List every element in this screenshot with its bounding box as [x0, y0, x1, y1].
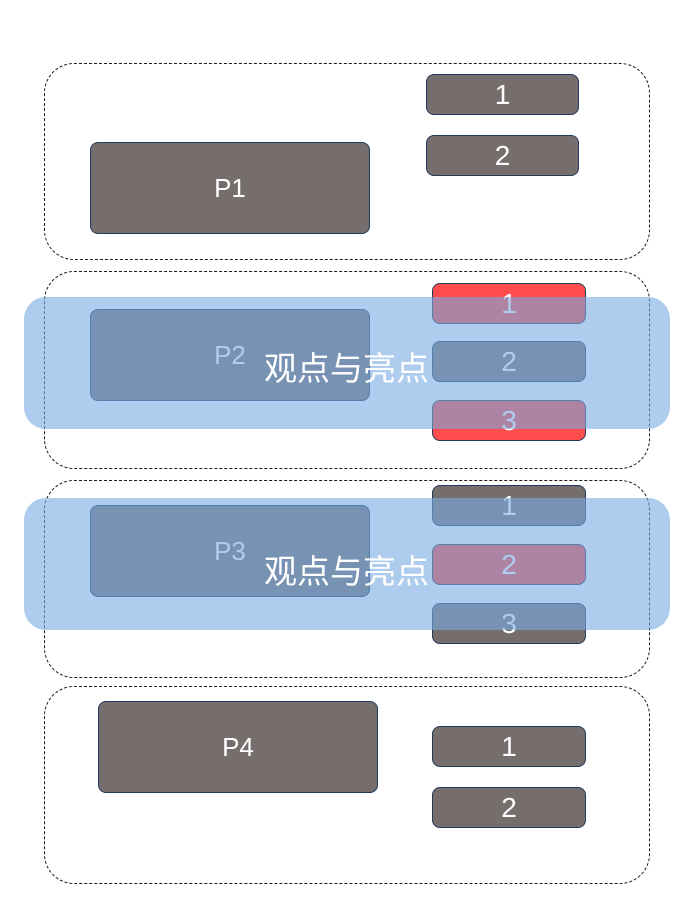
group-p1: [44, 63, 650, 260]
item-box-p1-1: 1: [426, 74, 579, 115]
overlay-label-p3: 观点与亮点: [264, 552, 429, 591]
overlay-band-p2: [24, 297, 670, 429]
main-box-p1: P1: [90, 142, 370, 234]
item-box-p4-1: 1: [432, 726, 586, 767]
item-box-p4-2: 2: [432, 787, 586, 828]
item-box-p1-2: 2: [426, 135, 579, 176]
overlay-band-p3: [24, 498, 670, 630]
main-box-p4: P4: [98, 701, 378, 793]
overlay-label-p2: 观点与亮点: [264, 349, 429, 388]
group-p4: [44, 686, 650, 884]
